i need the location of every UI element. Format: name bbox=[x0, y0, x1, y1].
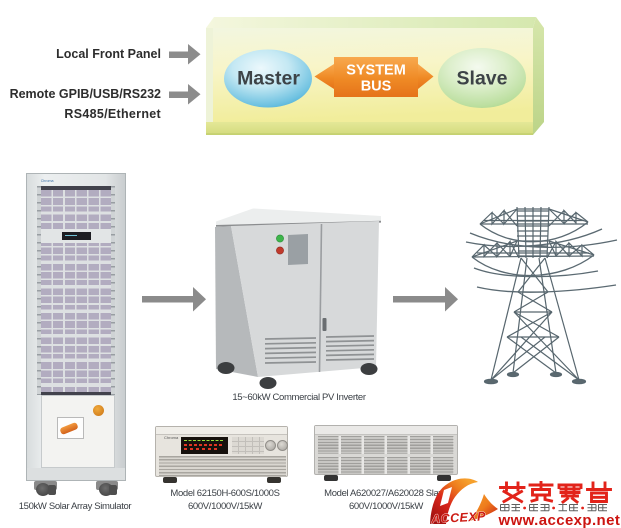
svg-text:BUS: BUS bbox=[361, 79, 392, 95]
svg-text:ACCEXP: ACCEXP bbox=[430, 509, 486, 526]
svg-text:www.accexp.net: www.accexp.net bbox=[498, 512, 621, 528]
svg-text:Master: Master bbox=[237, 67, 300, 89]
svg-text:Slave: Slave bbox=[457, 67, 508, 89]
svg-text:SYSTEM: SYSTEM bbox=[346, 63, 406, 79]
